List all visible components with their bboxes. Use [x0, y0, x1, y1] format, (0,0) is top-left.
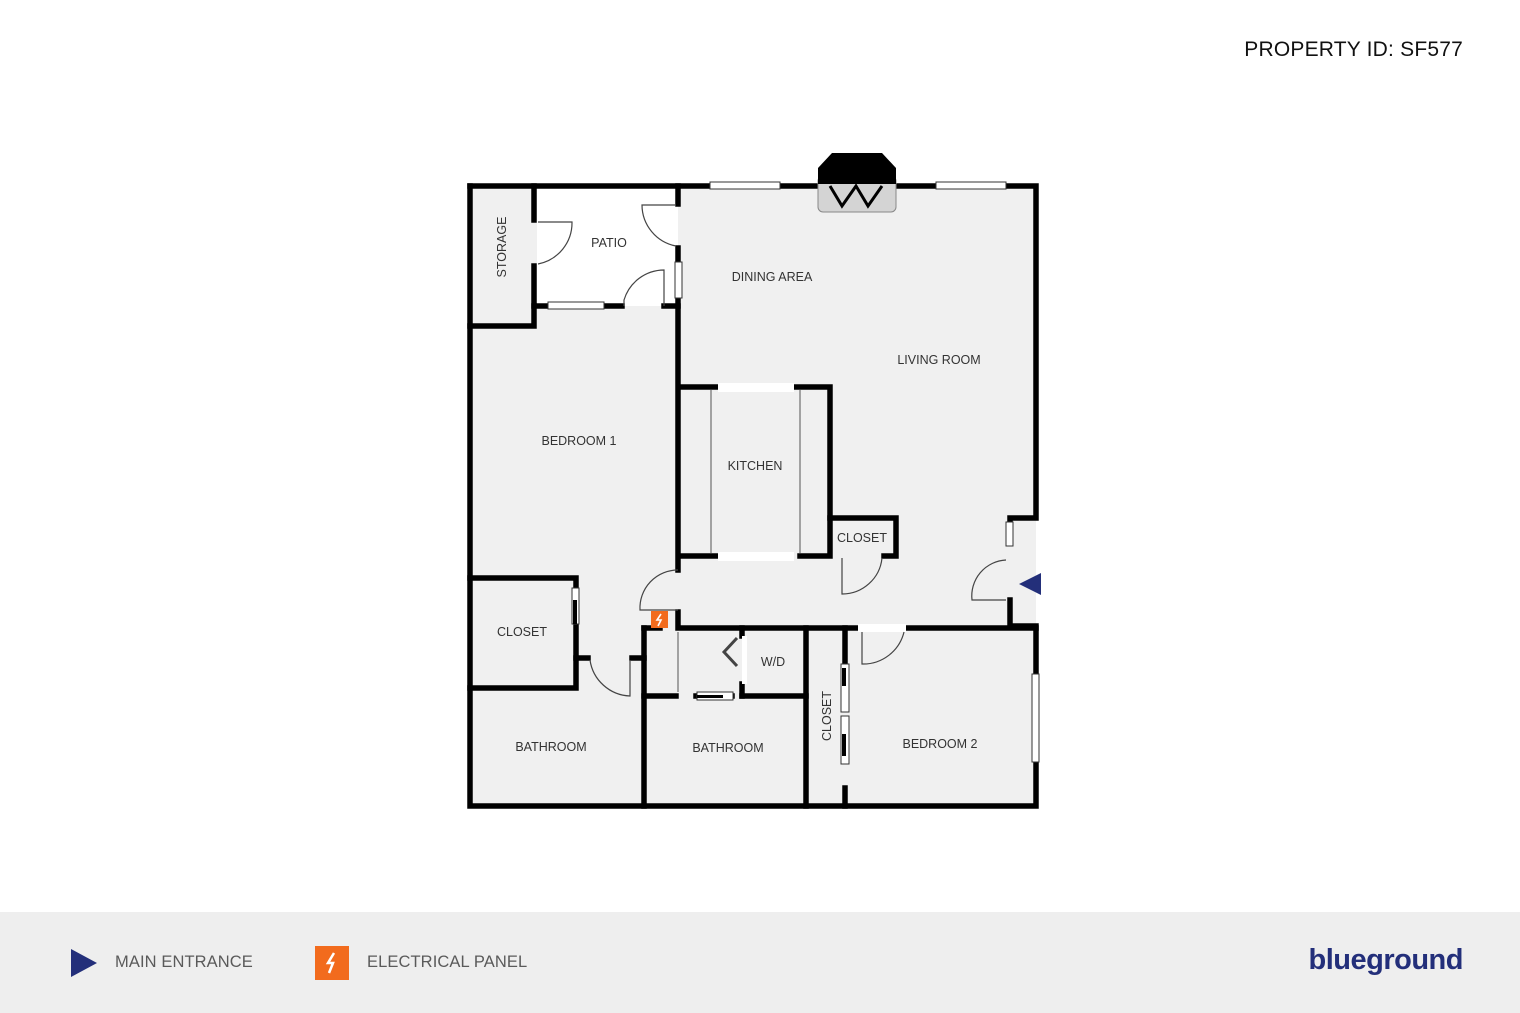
brand-logo: blueground — [1308, 944, 1464, 976]
electrical-panel-marker — [651, 611, 668, 628]
legend-item-electrical-panel: ELECTRICAL PANEL — [315, 912, 527, 1013]
room-label-closet-hall: CLOSET — [837, 531, 887, 545]
legend-item-main-entrance: MAIN ENTRANCE — [71, 912, 253, 1013]
room-label-bathroom-1: BATHROOM — [515, 740, 586, 754]
walls — [467, 183, 1039, 809]
room-label-bathroom-2: BATHROOM — [692, 741, 763, 755]
main-entrance-marker — [1019, 573, 1041, 595]
main-entrance-icon — [71, 948, 97, 977]
legend-label: ELECTRICAL PANEL — [367, 953, 528, 971]
patio-floor — [537, 188, 678, 306]
room-label-closet-bedroom-2: CLOSET — [820, 691, 834, 741]
room-label-closet-bedroom-1: CLOSET — [497, 625, 547, 639]
electrical-panel-icon — [315, 945, 349, 980]
floor-plan: STORAGE PATIO DINING AREA LIVING ROOM BE… — [467, 153, 1041, 809]
room-labels: STORAGE PATIO DINING AREA LIVING ROOM BE… — [495, 217, 981, 755]
room-label-bedroom-2: BEDROOM 2 — [902, 737, 977, 751]
room-label-living-room: LIVING ROOM — [897, 353, 980, 367]
doors — [537, 204, 1007, 697]
room-label-bedroom-1: BEDROOM 1 — [541, 434, 616, 448]
room-label-kitchen: KITCHEN — [728, 459, 783, 473]
property-id: PROPERTY ID: SF577 — [1244, 38, 1463, 61]
room-label-storage: STORAGE — [495, 217, 509, 278]
room-label-washer-dryer: W/D — [761, 655, 785, 669]
fireplace-icon — [817, 153, 897, 213]
legend-footer: MAIN ENTRANCE ELECTRICAL PANEL bluegroun… — [0, 912, 1520, 1013]
room-label-patio: PATIO — [591, 236, 627, 250]
legend-label: MAIN ENTRANCE — [115, 953, 253, 971]
room-label-dining-area: DINING AREA — [732, 270, 813, 284]
